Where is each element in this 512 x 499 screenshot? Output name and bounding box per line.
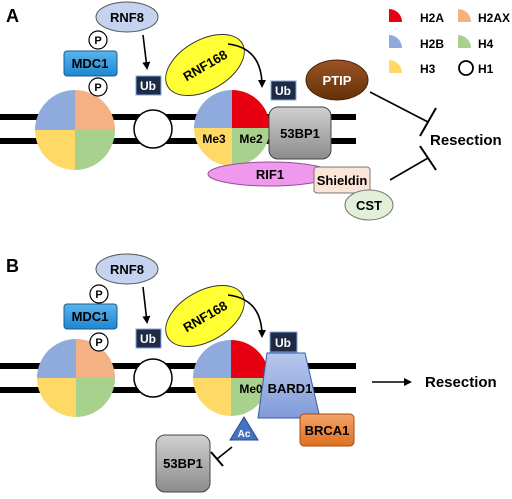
phospho-label-top: P <box>94 35 101 47</box>
rnf168-protein <box>165 33 245 97</box>
rnf8-protein-b <box>95 253 159 285</box>
legend-h1-swatch <box>458 60 474 76</box>
phospho-label-bottom-b: P <box>95 337 102 349</box>
rnf8-label: RNF8 <box>110 10 144 25</box>
histone-legend: H2A H2AX H2B H4 H3 H1 <box>389 9 510 76</box>
mdc1-protein <box>63 50 118 77</box>
ub-tag-linker-b <box>135 328 162 349</box>
bard1-label: BARD1 <box>268 381 313 396</box>
phospho-label-bottom: P <box>94 82 101 94</box>
mdc1-protein-b <box>63 303 118 330</box>
53bp1-protein <box>268 106 332 160</box>
rnf8-label-b: RNF8 <box>110 262 144 277</box>
phospho-circle-bottom-b <box>89 332 109 352</box>
panel-a-letter: A <box>6 6 19 26</box>
rnf8-protein <box>95 1 159 33</box>
nucleosome-left-b <box>37 339 115 417</box>
inhibit-line-lower <box>389 157 429 181</box>
legend-h2a-swatch <box>389 9 402 22</box>
inhibit-bar-53bp1 <box>210 451 224 467</box>
legend-h2b-swatch <box>389 35 402 48</box>
phospho-circle-top-b <box>89 284 109 304</box>
nucleosome-right-b <box>193 340 269 416</box>
53bp1-protein-b <box>155 434 211 493</box>
inhibit-line-upper <box>369 91 429 123</box>
me2-label: Me2 <box>239 132 263 146</box>
mdc1-label: MDC1 <box>72 56 109 71</box>
phospho-label-top-b: P <box>95 289 102 301</box>
me3-label: Me3 <box>202 132 226 146</box>
ub-label-linker: Ub <box>140 79 156 93</box>
shieldin-complex <box>313 166 371 194</box>
nucleosome-left <box>35 90 115 170</box>
rnf168-arrow-b <box>227 294 266 338</box>
legend-h2a-label: H2A <box>420 11 444 25</box>
legend-h4-swatch <box>458 35 471 48</box>
rif1-label: RIF1 <box>256 167 284 182</box>
acetyl-mark <box>229 416 259 441</box>
ptip-label: PTIP <box>323 73 352 88</box>
ub-tag-nucleosome <box>270 80 297 101</box>
inhibit-line-53bp1 <box>216 446 233 460</box>
shieldin-label: Shieldin <box>317 173 368 188</box>
acetyl-label: Ac <box>238 429 251 440</box>
phospho-circle-top <box>88 30 108 50</box>
brca1-label: BRCA1 <box>305 423 350 438</box>
inhibit-bar-upper <box>419 107 437 137</box>
h1-linker-histone-b <box>133 358 173 398</box>
nucleosome-right <box>194 90 270 166</box>
rnf168-protein-b <box>165 284 245 348</box>
rnf168-arrow <box>227 43 266 88</box>
me0-label: Me0 <box>239 382 263 396</box>
mdc1-label-b: MDC1 <box>72 309 109 324</box>
cst-label: CST <box>356 198 382 213</box>
53bp1-label-b: 53BP1 <box>163 456 203 471</box>
legend-h4-label: H4 <box>478 37 494 51</box>
panel-a: A Me3 Me2 RNF8 P MDC1 P <box>0 1 510 221</box>
cst-complex <box>344 189 394 221</box>
rnf8-arrow <box>142 34 151 70</box>
ub-tag-linker <box>135 75 162 96</box>
legend-h3-label: H3 <box>420 62 436 76</box>
legend-h1-label: H1 <box>478 62 494 76</box>
53bp1-label: 53BP1 <box>280 126 320 141</box>
legend-h2ax-label: H2AX <box>478 11 510 25</box>
phospho-circle-bottom <box>88 77 108 97</box>
ub-label-nucleosome: Ub <box>275 84 291 98</box>
ub-tag-nucleosome-b <box>269 331 298 353</box>
inhibit-bar-lower <box>419 145 437 171</box>
resection-label-a: Resection <box>430 132 502 149</box>
panel-b: B Me0 RNF8 P MDC1 P Ub RNF16 <box>0 253 497 493</box>
ub-label-linker-b: Ub <box>140 332 156 346</box>
legend-h3-swatch <box>389 60 402 73</box>
h1-linker-histone <box>133 109 173 149</box>
brca1-protein <box>299 413 355 447</box>
legend-h2ax-swatch <box>458 9 471 22</box>
ub-label-nucleosome-b: Ub <box>275 336 291 350</box>
rnf8-arrow-b <box>142 286 151 324</box>
legend-h2b-label: H2B <box>420 37 444 51</box>
ptip-protein <box>305 59 369 101</box>
panel-b-letter: B <box>6 256 19 276</box>
resection-label-b: Resection <box>425 374 497 391</box>
